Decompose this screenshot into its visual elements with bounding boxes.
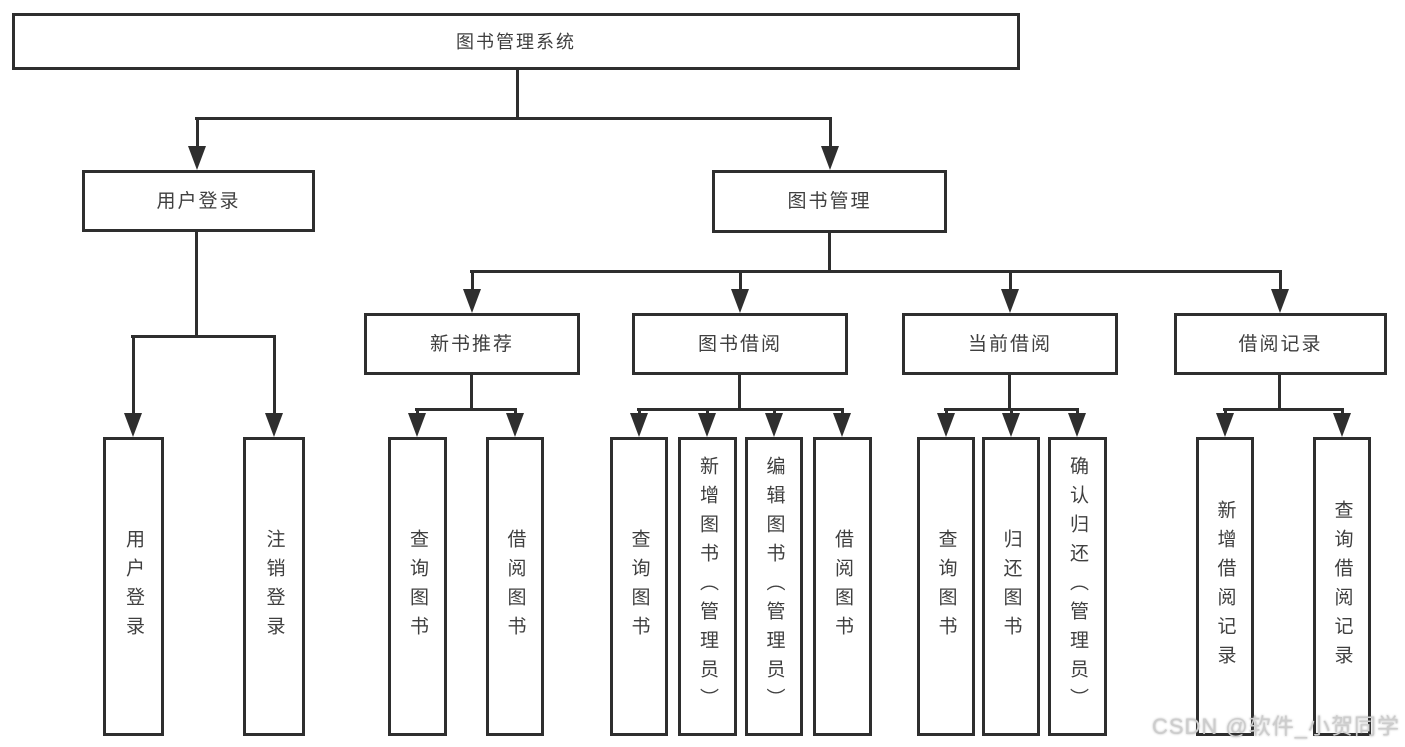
leaf-user-login: 用户登录 — [103, 437, 164, 736]
arrow-recommend-query — [408, 408, 426, 437]
arrow-to-current-borrow — [1001, 270, 1019, 313]
arrow-to-borrow-records — [1271, 270, 1289, 313]
connector-recommend-branch — [415, 408, 516, 411]
leaf-confirm-return-admin: 确认归还（管理员） — [1048, 437, 1107, 736]
arrow-to-book-borrow — [731, 270, 749, 313]
arrow-to-new-book-recommend — [463, 270, 481, 313]
arrow-current-query — [937, 408, 955, 437]
arrow-recommend-borrow — [506, 408, 524, 437]
connector-records-branch — [1223, 408, 1343, 411]
arrow-borrow-add — [698, 408, 716, 437]
connector-user-login-branch — [131, 335, 276, 338]
leaf-recommend-query-books: 查询图书 — [388, 437, 447, 736]
node-user-login: 用户登录 — [82, 170, 315, 232]
connector-book-mgmt-branch — [470, 270, 1281, 273]
connector-recommend-stem — [470, 375, 473, 411]
arrow-records-query — [1333, 408, 1351, 437]
leaf-logout: 注销登录 — [243, 437, 305, 736]
arrow-current-return — [1002, 408, 1020, 437]
leaf-recommend-borrow-books: 借阅图书 — [486, 437, 544, 736]
watermark: CSDN @软件_小贺同学 — [1151, 714, 1400, 739]
connector-root-branch — [195, 117, 832, 120]
connector-records-stem — [1278, 375, 1281, 411]
leaf-borrow-query-books: 查询图书 — [610, 437, 668, 736]
connector-borrow-stem — [738, 375, 741, 411]
node-new-book-recommend: 新书推荐 — [364, 313, 580, 375]
arrow-to-leaf-user-login — [124, 335, 142, 437]
connector-current-stem — [1008, 375, 1011, 411]
arrow-to-leaf-logout — [265, 335, 283, 437]
arrow-records-add — [1216, 408, 1234, 437]
connector-borrow-branch — [637, 408, 843, 411]
leaf-edit-book-admin: 编辑图书（管理员） — [745, 437, 803, 736]
node-book-management: 图书管理 — [712, 170, 947, 233]
arrow-borrow-edit — [765, 408, 783, 437]
arrow-to-book-management — [821, 117, 839, 170]
node-borrow-records: 借阅记录 — [1174, 313, 1387, 375]
connector-root-stem — [516, 70, 519, 118]
node-root: 图书管理系统 — [12, 13, 1020, 70]
leaf-current-query-books: 查询图书 — [917, 437, 975, 736]
leaf-add-book-admin: 新增图书（管理员） — [678, 437, 737, 736]
node-current-borrow: 当前借阅 — [902, 313, 1118, 375]
connector-book-mgmt-stem — [828, 233, 831, 273]
node-book-borrow: 图书借阅 — [632, 313, 848, 375]
arrow-to-user-login — [188, 117, 206, 170]
leaf-add-borrow-record: 新增借阅记录 — [1196, 437, 1254, 736]
leaf-return-book: 归还图书 — [982, 437, 1040, 736]
arrow-borrow-borrow — [833, 408, 851, 437]
connector-user-login-stem — [195, 232, 198, 338]
arrow-current-confirm — [1068, 408, 1086, 437]
leaf-query-borrow-record: 查询借阅记录 — [1313, 437, 1371, 736]
arrow-borrow-query — [630, 408, 648, 437]
leaf-borrow-books: 借阅图书 — [813, 437, 872, 736]
